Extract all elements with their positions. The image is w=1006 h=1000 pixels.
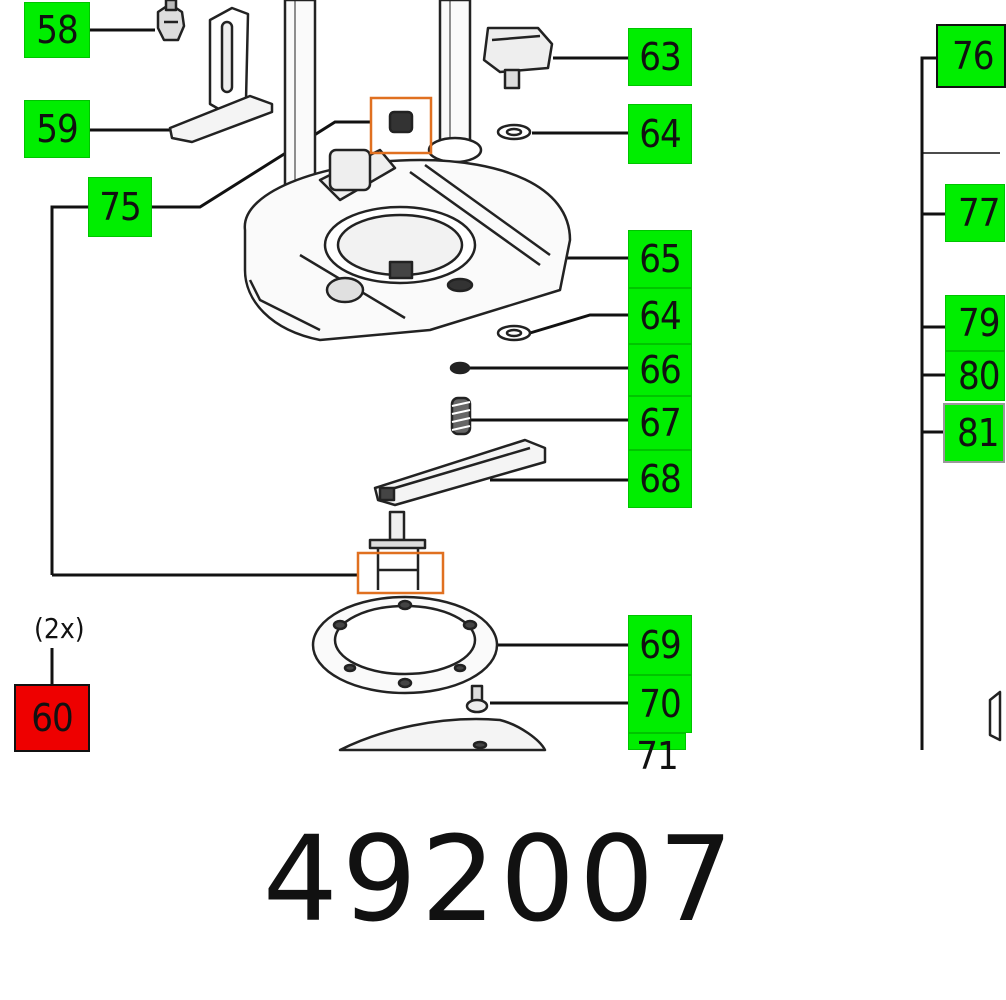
part-69-ring: [311, 595, 499, 695]
callout-65[interactable]: 65: [628, 230, 692, 288]
part-75-insert: [388, 110, 414, 134]
callout-76[interactable]: 76: [936, 24, 1006, 88]
callout-66-text: 66: [639, 348, 681, 392]
callout-59[interactable]: 59: [24, 100, 90, 158]
callout-76-text: 76: [952, 34, 994, 78]
callout-70[interactable]: 70: [628, 675, 692, 733]
callout-81[interactable]: 81: [943, 403, 1005, 463]
callout-77-text: 77: [958, 191, 1000, 235]
part-63-knob: [482, 26, 554, 90]
part-number: 492007: [262, 810, 738, 948]
callout-80[interactable]: 80: [945, 351, 1005, 401]
callout-69[interactable]: 69: [628, 615, 692, 675]
callout-79-text: 79: [958, 301, 1000, 345]
callout-64-lower-text: 64: [639, 294, 681, 338]
callout-63-text: 63: [639, 35, 681, 79]
callout-68-text: 68: [639, 457, 681, 501]
leader-75-left: [50, 205, 88, 575]
diagram-drawing: [50, 0, 1002, 752]
highlight-frame-bottom: [356, 551, 445, 595]
callout-67-text: 67: [639, 401, 681, 445]
quantity-note: (2x): [34, 612, 85, 645]
part-58-screw: [156, 0, 186, 42]
callout-71-text: 71: [636, 734, 678, 778]
leader-75-right: [152, 120, 370, 209]
part-70-screw: [465, 684, 489, 714]
part-66-ball: [449, 361, 471, 375]
part-71-plate: [338, 717, 547, 752]
part-67-spring: [450, 396, 472, 436]
callout-79[interactable]: 79: [945, 295, 1005, 351]
callout-75-text: 75: [99, 185, 141, 229]
part-59-stop: [168, 6, 274, 144]
callout-71[interactable]: 71: [628, 733, 686, 778]
callout-68[interactable]: 68: [628, 450, 692, 508]
part-65-base: [243, 148, 572, 342]
callout-69-text: 69: [639, 623, 681, 667]
part-68-rail: [373, 438, 547, 507]
right-panel-part: [988, 690, 1002, 742]
part-60-clip: [368, 510, 427, 590]
callout-70-text: 70: [639, 682, 681, 726]
callout-65-text: 65: [639, 237, 681, 281]
callout-66[interactable]: 66: [628, 344, 692, 396]
callout-60-text: 60: [31, 696, 73, 740]
leader-64b: [529, 313, 628, 335]
callout-75[interactable]: 75: [88, 177, 152, 237]
callout-58[interactable]: 58: [24, 2, 90, 58]
callout-64-lower[interactable]: 64: [628, 288, 692, 344]
leader-76: [920, 56, 936, 750]
callout-64-top[interactable]: 64: [628, 104, 692, 164]
callout-60[interactable]: 60: [14, 684, 90, 752]
exploded-parts-diagram: 58 59 75 (2x) 60 63 64 65 64 66 67 68 69…: [14, 0, 1006, 778]
callout-80-text: 80: [958, 354, 1000, 398]
callout-63[interactable]: 63: [628, 28, 692, 86]
callout-58-text: 58: [36, 8, 78, 52]
callout-81-text: 81: [957, 411, 999, 455]
callout-77[interactable]: 77: [945, 184, 1005, 242]
highlight-frame-top: [369, 96, 433, 155]
callout-59-text: 59: [36, 107, 78, 151]
callout-67[interactable]: 67: [628, 396, 692, 450]
callout-64-top-text: 64: [639, 112, 681, 156]
